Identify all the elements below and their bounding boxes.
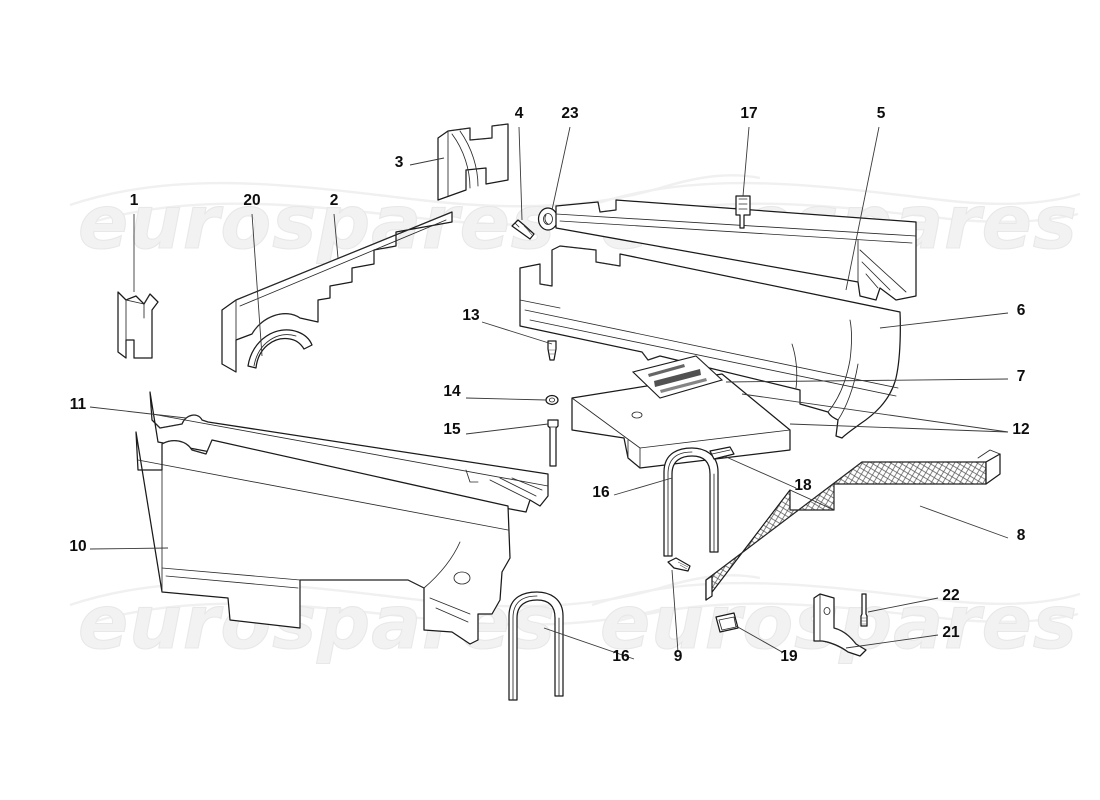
label-plate-microtext bbox=[648, 364, 707, 393]
callout-number-4[interactable]: 4 bbox=[515, 105, 524, 122]
callout-number-9[interactable]: 9 bbox=[674, 648, 683, 665]
callout-number-22[interactable]: 22 bbox=[942, 587, 959, 604]
part-2-left-side-insulation-panel[interactable] bbox=[221, 211, 453, 373]
callout-number-7[interactable]: 7 bbox=[1017, 368, 1026, 385]
callout-number-12[interactable]: 12 bbox=[1012, 421, 1029, 438]
part-17-retaining-clip[interactable] bbox=[735, 195, 751, 229]
leader-lines bbox=[89, 126, 1009, 660]
callout-number-2[interactable]: 2 bbox=[330, 192, 339, 209]
part-21-mounting-bracket[interactable] bbox=[813, 593, 867, 657]
callout-number-13[interactable]: 13 bbox=[462, 307, 480, 324]
part-3-corner-insulation-pad[interactable] bbox=[437, 123, 509, 201]
part-20-wheel-arch-seal-strip[interactable] bbox=[247, 329, 313, 369]
part-10-left-lower-bulkhead-panel[interactable] bbox=[135, 431, 511, 645]
part-13-screw-fastener-upper[interactable] bbox=[547, 340, 557, 361]
part-19-grommet-plug[interactable] bbox=[715, 612, 739, 633]
callout-number-21[interactable]: 21 bbox=[942, 624, 960, 641]
part-1-small-bracket-clip[interactable] bbox=[117, 291, 159, 359]
part-23-sealing-washer-eyelet[interactable] bbox=[537, 207, 559, 231]
callout-number-11[interactable]: 11 bbox=[70, 396, 87, 413]
callout-number-23[interactable]: 23 bbox=[561, 105, 579, 122]
callout-number-17[interactable]: 17 bbox=[740, 105, 757, 122]
callout-number-16[interactable]: 16 bbox=[592, 484, 610, 501]
part-15-spacer-sleeve[interactable] bbox=[547, 419, 559, 467]
part-5-upper-rear-trim-strip[interactable] bbox=[555, 199, 917, 301]
callout-number-6[interactable]: 6 bbox=[1017, 302, 1026, 319]
part-18-small-pad-insert[interactable] bbox=[709, 446, 735, 460]
part-14-washer[interactable] bbox=[545, 394, 559, 406]
callout-number-15[interactable]: 15 bbox=[443, 421, 461, 438]
part-9-pin-fastener[interactable] bbox=[667, 557, 691, 572]
callout-number-20[interactable]: 20 bbox=[243, 192, 260, 209]
part-6-rear-bulkhead-panel[interactable] bbox=[519, 245, 901, 439]
callout-number-8[interactable]: 8 bbox=[1017, 527, 1026, 544]
callout-number-19[interactable]: 19 bbox=[780, 648, 798, 665]
part-7-identification-label-plate[interactable] bbox=[631, 355, 724, 399]
callout-number-16[interactable]: 16 bbox=[612, 648, 630, 665]
part-16-u-seal-upper[interactable] bbox=[663, 447, 719, 557]
part-11-left-upper-trim-strip[interactable] bbox=[149, 391, 549, 513]
part-4-screw-fastener[interactable] bbox=[511, 219, 535, 240]
part-8-perforated-mesh-tray[interactable] bbox=[705, 449, 1001, 601]
callout-number-5[interactable]: 5 bbox=[877, 105, 886, 122]
callout-number-3[interactable]: 3 bbox=[395, 154, 404, 171]
callout-number-18[interactable]: 18 bbox=[794, 477, 812, 494]
part-16-u-seal-lower[interactable] bbox=[508, 591, 564, 701]
callout-number-10[interactable]: 10 bbox=[69, 538, 86, 555]
part-22-stud-bolt[interactable] bbox=[860, 593, 868, 627]
callout-number-14[interactable]: 14 bbox=[443, 383, 461, 400]
part-12-rear-floor-panel[interactable] bbox=[571, 373, 791, 469]
callout-number-1[interactable]: 1 bbox=[130, 192, 139, 209]
